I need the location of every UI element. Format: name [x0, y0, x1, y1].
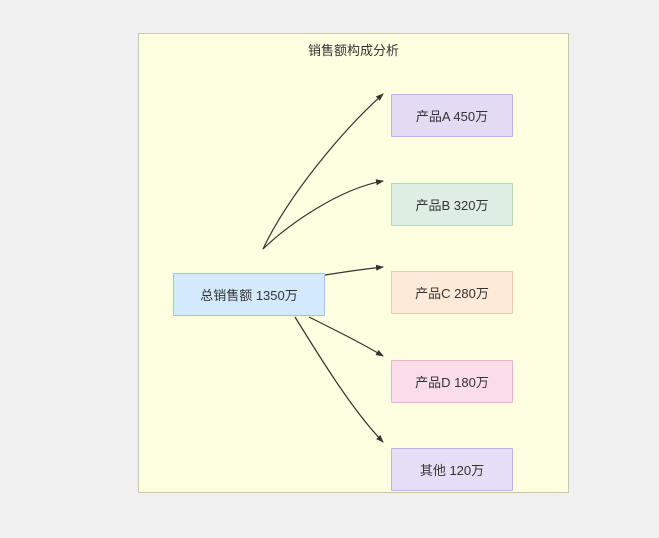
edge-to-product-d: [308, 316, 384, 357]
node-product-d: 产品D 180万: [391, 360, 513, 403]
node-total-sales: 总销售额 1350万: [173, 273, 325, 316]
node-product-c: 产品C 280万: [391, 271, 513, 314]
edge-layer: [262, 93, 384, 443]
edge-to-product-c: [324, 264, 384, 276]
edge-to-product-a: [262, 93, 384, 250]
edge-to-other: [294, 316, 384, 443]
diagram-title: 销售额构成分析: [307, 43, 399, 58]
node-product-b: 产品B 320万: [391, 183, 513, 226]
node-other: 其他 120万: [391, 448, 513, 491]
node-product-a: 产品A 450万: [391, 94, 513, 137]
diagram-canvas: 销售额构成分析 总销售额 1350万 产品A 450万 产品B 320万 产品C…: [138, 33, 569, 493]
edge-to-product-b: [262, 179, 384, 250]
